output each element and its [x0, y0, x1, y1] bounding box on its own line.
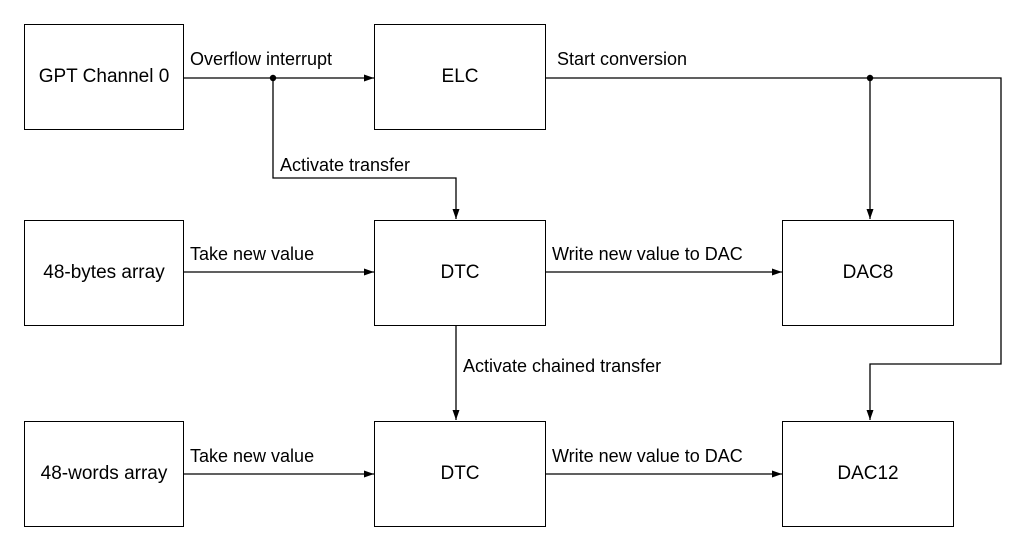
label-activate-transfer: Activate transfer [280, 155, 411, 175]
dtc-block-2: DTC [374, 421, 546, 527]
dac8-block: DAC8 [782, 220, 954, 326]
words-array-block: 48-words array [24, 421, 184, 527]
label-overflow-interrupt: Overflow interrupt [190, 49, 333, 69]
junction-overflow [269, 74, 277, 82]
label-activate-chained-transfer: Activate chained transfer [463, 356, 662, 376]
gpt-channel-block: GPT Channel 0 [24, 24, 184, 130]
label-write-dac-2: Write new value to DAC [552, 446, 743, 466]
label-write-dac-1: Write new value to DAC [552, 244, 743, 264]
label-take-new-value-2: Take new value [190, 446, 315, 466]
line-start-conversion [545, 77, 1002, 420]
junction-start-conversion [866, 74, 874, 82]
bytes-array-block: 48-bytes array [24, 220, 184, 326]
label-start-conversion: Start conversion [557, 49, 688, 69]
dtc-block-1: DTC [374, 220, 546, 326]
label-take-new-value-1: Take new value [190, 244, 315, 264]
elc-block: ELC [374, 24, 546, 130]
arrow-activate-transfer [272, 78, 460, 219]
dac12-block: DAC12 [782, 421, 954, 527]
